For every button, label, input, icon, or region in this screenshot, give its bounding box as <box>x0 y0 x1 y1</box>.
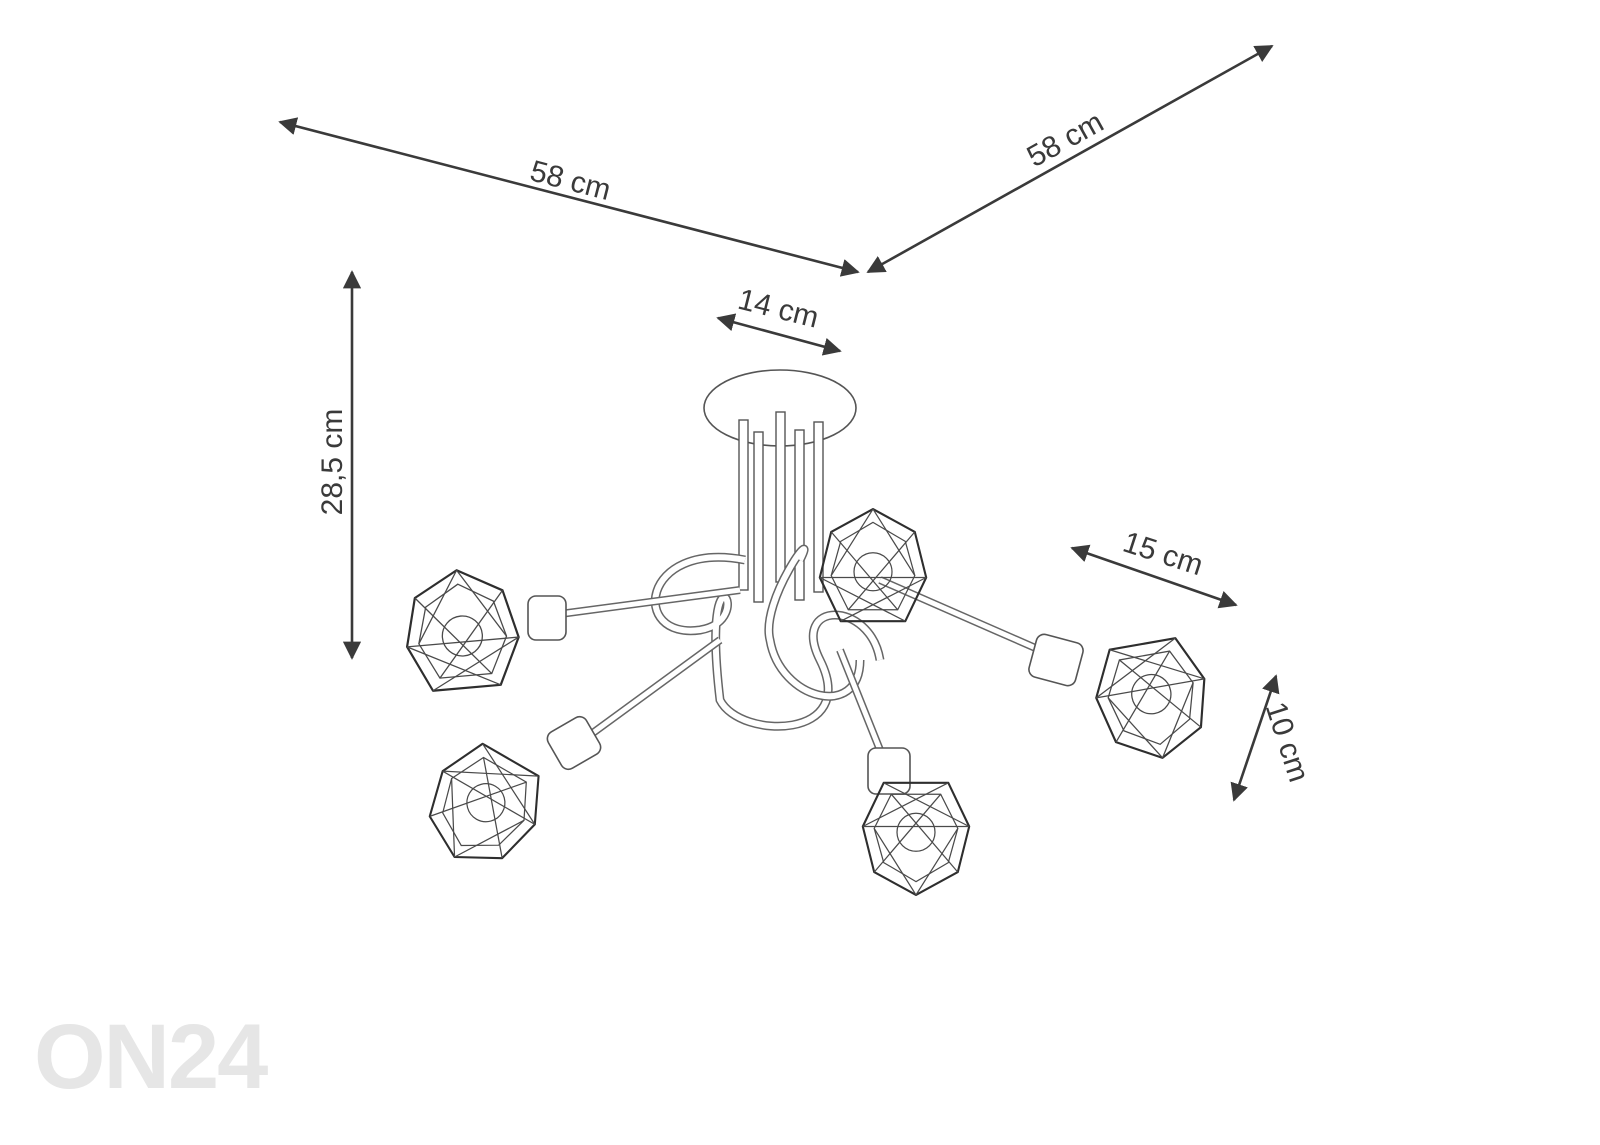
cage-shade-right <box>1087 633 1218 769</box>
vertical-tubes <box>738 411 824 603</box>
width-right-label: 58 cm <box>1022 105 1109 173</box>
lamp-illustration <box>399 369 1218 896</box>
cage-shade-left <box>399 564 524 694</box>
cage-shade-top <box>818 508 928 623</box>
looped-tubes <box>650 544 885 731</box>
dimension-height: 28,5 cm <box>316 270 362 660</box>
dimension-canopy: 14 cm <box>716 283 842 356</box>
dimension-shade-width: 15 cm <box>1070 526 1238 609</box>
dimension-width-right: 58 cm <box>866 44 1274 274</box>
logo-text: ON24 <box>34 1006 268 1108</box>
shade-width-label: 15 cm <box>1119 526 1207 583</box>
cage-shade-bottom-left <box>407 732 558 885</box>
height-label: 28,5 cm <box>316 409 349 516</box>
dimension-width-left: 58 cm <box>278 117 860 277</box>
shade-height-label: 10 cm <box>1259 698 1316 786</box>
cage-shade-bottom <box>861 781 971 896</box>
dimension-shade-height: 10 cm <box>1230 674 1316 802</box>
on24-logo: ON24 <box>34 1006 270 1108</box>
width-left-label: 58 cm <box>527 155 614 207</box>
